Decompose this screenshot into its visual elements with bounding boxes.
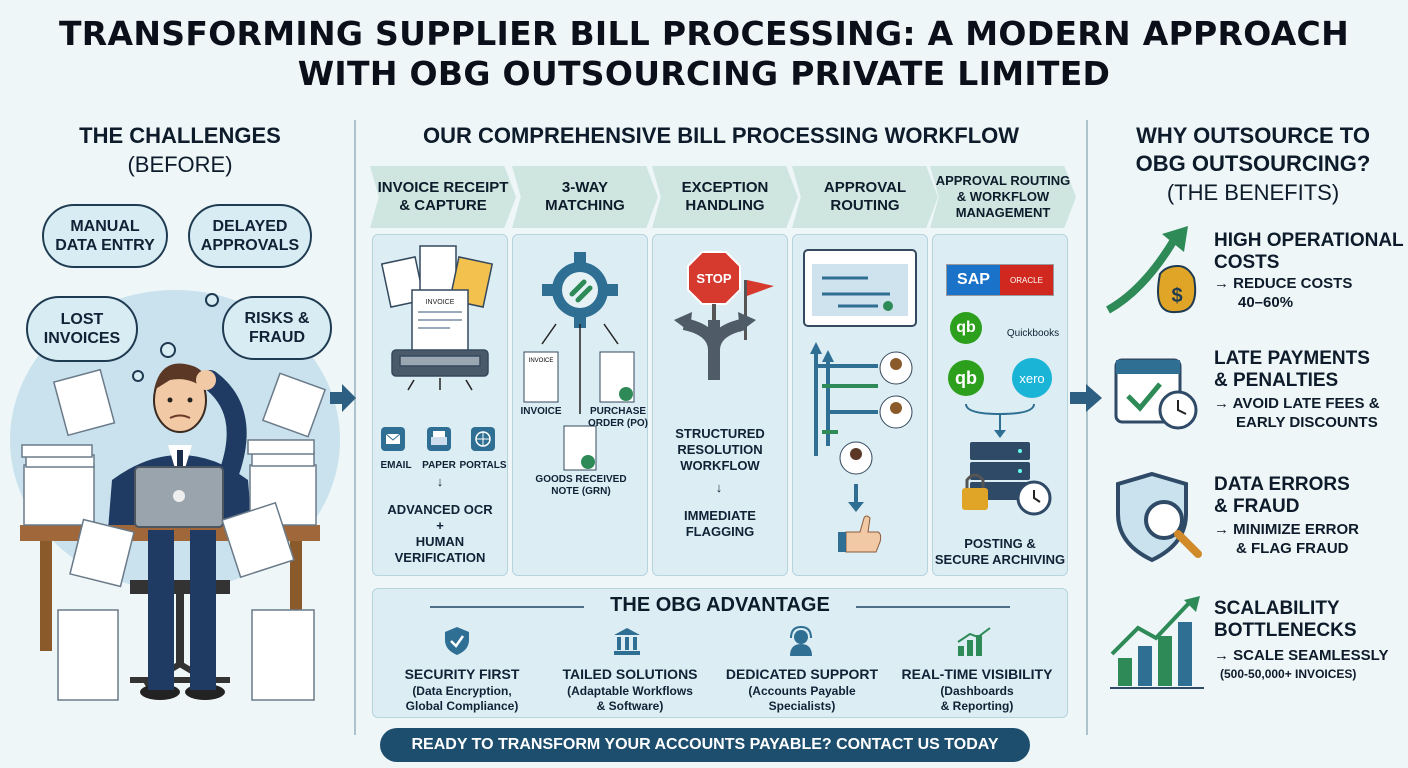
step-invoice-receipt: INVOICE RECEIPT & CAPTURE (370, 166, 516, 228)
calendar-clock-icon (1114, 358, 1198, 430)
posting-archiving-label: POSTING & SECURE ARCHIVING (934, 536, 1066, 567)
stressed-worker-illustration (20, 293, 327, 701)
growth-chart-icon (1110, 596, 1204, 689)
matching-invoice-tag: INVOICE (529, 358, 554, 364)
erp-logos: SAP ORACLE (946, 264, 1054, 296)
quickbooks-icon-large: qb (948, 360, 984, 396)
headset-icon (790, 626, 812, 656)
exception-flagging-label: IMMEDIATE FLAGGING (684, 508, 756, 539)
globe-icon (471, 427, 495, 451)
bubble-lost-invoices: LOST INVOICES (26, 296, 138, 362)
advantage-visibility-desc: (Dashboards & Reporting) (940, 684, 1014, 713)
advantage-visibility-title: REAL-TIME VISIBILITY (901, 666, 1053, 682)
benefit-late-detail: → AVOID LATE FEES & EARLY DISCOUNTS (1214, 395, 1380, 431)
contact-cta-button[interactable]: READY TO TRANSFORM YOUR ACCOUNTS PAYABLE… (380, 728, 1030, 762)
divider-right (1086, 120, 1088, 735)
quickbooks-label: Quickbooks (1006, 328, 1060, 339)
quickbooks-icon: qb (950, 312, 982, 344)
svg-text:$: $ (1171, 285, 1182, 307)
benefits-heading: WHY OUTSOURCE TO OBG OUTSOURCING? (1135, 123, 1371, 176)
benefit-errors-heading: DATA ERRORS & FRAUD (1214, 474, 1350, 517)
workflow-heading: OUR COMPREHENSIVE BILL PROCESSING WORKFL… (422, 123, 1020, 148)
arrow-right-icon-2 (1070, 384, 1102, 412)
matching-invoice-label: INVOICE (520, 406, 562, 417)
advantage-solutions-title: TAILED SOLUTIONS (562, 666, 698, 682)
approval-routing-illustration (803, 249, 917, 553)
shield-icon (445, 627, 469, 655)
bubble-delayed-approvals: DELAYED APPROVALS (188, 204, 312, 268)
exception-workflow-label: STRUCTURED RESOLUTION WORKFLOW (675, 426, 765, 473)
advantage-solutions-desc: (Adaptable Workflows & Software) (567, 684, 693, 713)
challenges-subheading: (BEFORE) (127, 152, 233, 177)
benefit-scale-heading: SCALABILITY BOTTLENECKS (1214, 598, 1357, 641)
step-3-way-matching: 3-WAY MATCHING (512, 166, 658, 228)
benefit-errors-detail: → MINIMIZE ERROR & FLAG FRAUD (1214, 521, 1359, 557)
step-workflow-management: APPROVAL ROUTING & WORKFLOW MANAGEMENT (930, 166, 1076, 228)
advantage-support-title: DEDICATED SUPPORT (725, 666, 879, 682)
advantage-security-desc: (Data Encryption, Global Compliance) (405, 684, 519, 713)
integration-server-illustration (962, 403, 1052, 516)
source-email: EMAIL (380, 460, 412, 471)
shield-search-icon (1116, 471, 1202, 563)
advantage-heading: THE OBG ADVANTAGE (584, 594, 856, 617)
matching-grn-label: GOODS RECEIVED NOTE (GRN) (535, 474, 627, 497)
benefit-cost-heading: HIGH OPERATIONAL COSTS (1214, 230, 1404, 273)
three-way-match-illustration: INVOICE (523, 252, 635, 471)
step-approval-routing: APPROVAL ROUTING (792, 166, 938, 228)
down-arrow-icon-2: ↓ (715, 480, 723, 495)
down-arrow-icon: ↓ (436, 474, 444, 489)
exception-illustration: STOP (674, 251, 774, 380)
benefit-scale-detail: → SCALE SEAMLESSLY (500-50,000+ INVOICES… (1214, 647, 1389, 681)
matching-po-label: PURCHASE ORDER (PO) (588, 406, 648, 429)
bubble-risks-fraud: RISKS & FRAUD (222, 296, 332, 360)
bubble-manual-entry: MANUAL DATA ENTRY (42, 204, 168, 268)
pillars-icon (614, 628, 640, 655)
advantage-support-desc: (Accounts Payable Specialists) (748, 684, 856, 713)
page-title: TRANSFORMING SUPPLIER BILL PROCESSING: A… (59, 14, 1349, 93)
printer-icon (427, 427, 451, 451)
invoice-doc-label: INVOICE (426, 299, 455, 306)
cost-reduction-icon: $ (1106, 226, 1197, 314)
benefits-subheading: (THE BENEFITS) (1166, 180, 1340, 205)
step-exception-handling: EXCEPTION HANDLING (652, 166, 798, 228)
xero-logo: xero (1012, 358, 1052, 398)
source-portals: PORTALS (459, 460, 507, 471)
benefit-cost-detail: → REDUCE COSTS 40–60% (1214, 275, 1353, 311)
bar-chart-icon (957, 627, 991, 656)
oracle-logo: ORACLE (1000, 265, 1053, 295)
sap-logo: SAP (947, 265, 1000, 295)
divider-left (354, 120, 356, 735)
advantage-security-title: SECURITY FIRST (404, 666, 520, 682)
arrow-right-icon (330, 384, 356, 412)
challenges-heading: THE CHALLENGES (79, 123, 281, 148)
stop-sign-text: STOP (696, 271, 731, 286)
email-icon (381, 427, 405, 451)
benefit-late-heading: LATE PAYMENTS & PENALTIES (1214, 348, 1370, 391)
source-paper: PAPER (422, 460, 456, 471)
scanner-illustration: INVOICE (380, 245, 494, 391)
ocr-label: ADVANCED OCR + HUMAN VERIFICATION (387, 502, 493, 565)
